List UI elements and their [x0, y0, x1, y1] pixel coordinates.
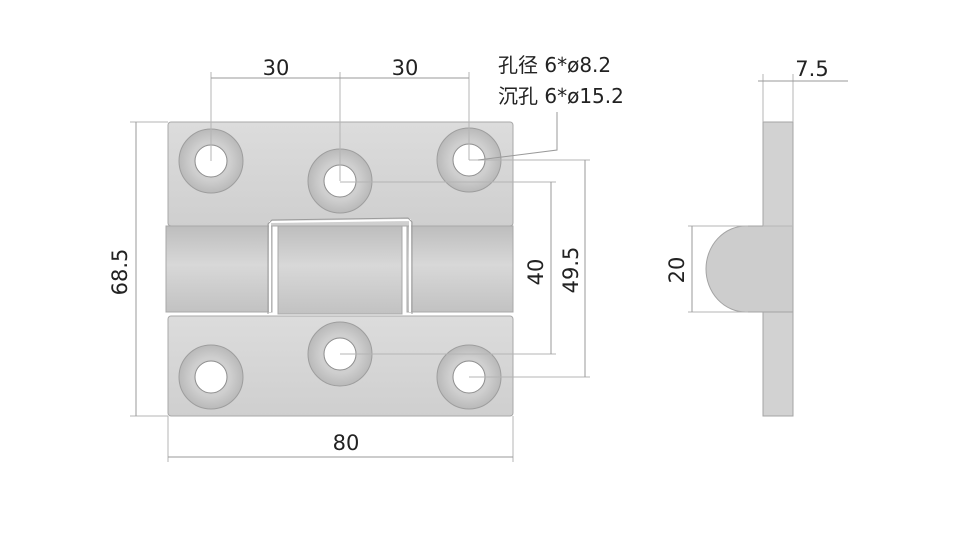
dim-label-inner-height: 40 — [524, 259, 548, 286]
hole-callout-leader — [477, 112, 558, 161]
knuckle-center — [277, 225, 403, 315]
side-dimensions: 7.5 20 — [665, 57, 848, 313]
side-knuckle — [705, 225, 794, 313]
mounting-hole-bottom-left — [178, 344, 244, 410]
dim-label-top-left: 30 — [263, 56, 290, 80]
side-view — [705, 121, 794, 417]
dim-label-outer-height: 49.5 — [559, 247, 583, 294]
front-dimensions: 30 30 68.5 80 40 49.5 孔径 6*ø8.2 沉孔 6*ø15… — [108, 53, 624, 462]
dim-label-overall-width: 80 — [333, 431, 360, 455]
dim-label-top-right: 30 — [392, 56, 419, 80]
dim-label-overall-height: 68.5 — [108, 249, 132, 296]
dim-label-knuckle: 20 — [665, 257, 689, 284]
knuckle-right — [406, 225, 514, 313]
counterbore-diameter-note: 沉孔 6*ø15.2 — [498, 84, 624, 108]
center-leaf-outline — [269, 218, 411, 312]
dim-label-side-thickness: 7.5 — [795, 57, 828, 81]
knuckle-left — [165, 225, 273, 313]
front-view — [165, 121, 514, 417]
hole-diameter-note: 孔径 6*ø8.2 — [498, 53, 611, 77]
